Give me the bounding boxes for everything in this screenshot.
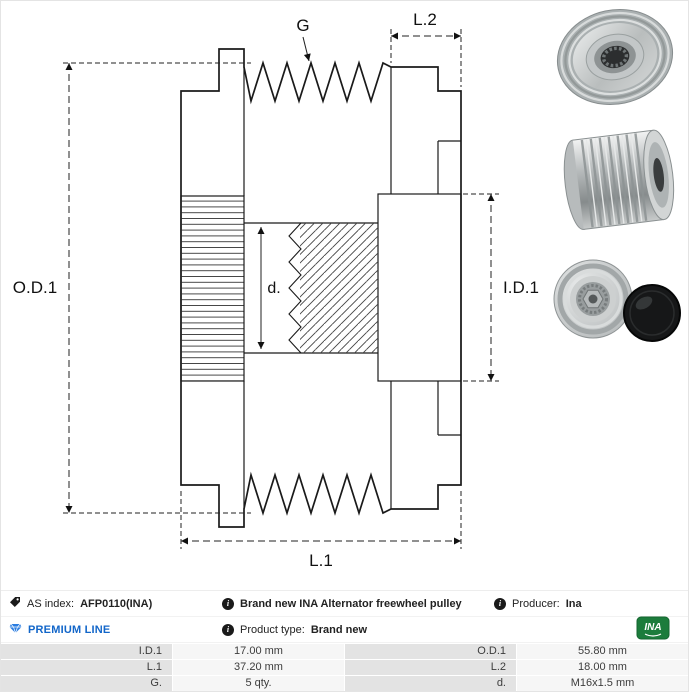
pulley-front: [553, 259, 633, 339]
product-photos: [549, 3, 686, 366]
spec-value: 37.20 mm: [173, 660, 344, 675]
info-icon: i: [494, 597, 506, 610]
spec-table: I.D.1 17.00 mm O.D.1 55.80 mm L.1 37.20 …: [1, 643, 688, 691]
spec-value: 18.00 mm: [517, 660, 688, 675]
info-icon: i: [222, 623, 234, 636]
as-index-value: AFP0110(INA): [80, 597, 153, 610]
producer-cell: i Producer: Ina: [486, 591, 688, 617]
spec-label: L.2: [345, 660, 516, 675]
as-index-label: AS index:: [27, 597, 75, 610]
tag-icon: [9, 596, 21, 611]
hub-spline-hatch: [180, 195, 245, 382]
product-description: Brand new INA Alternator freewheel pulle…: [240, 597, 462, 610]
dim-label-g: G: [296, 16, 309, 35]
product-type-cell: i Product type: Brand new: [214, 617, 486, 643]
technical-drawing: G L.2 O.D.1 d. I.D.1 L.1: [1, 1, 549, 581]
product-photo-pulley-angled[interactable]: [549, 3, 686, 116]
dimension-lines: [63, 29, 499, 549]
dim-label-od1: O.D.1: [13, 278, 57, 297]
diamond-icon: [9, 623, 22, 637]
as-index-cell: AS index: AFP0110(INA): [1, 591, 214, 617]
thread-profile: [288, 222, 302, 354]
thread-section-hatch: [300, 223, 378, 353]
dim-label-d: d.: [267, 280, 280, 297]
description-cell: i Brand new INA Alternator freewheel pul…: [214, 591, 486, 617]
spec-value: 55.80 mm: [517, 644, 688, 659]
product-type-label: Product type:: [240, 623, 305, 636]
ina-logo-text: INA: [644, 622, 661, 633]
producer-value: Ina: [565, 597, 582, 610]
spec-label: L.1: [1, 660, 172, 675]
dim-label-l1: L.1: [309, 551, 333, 570]
protective-cap: [623, 284, 681, 342]
ina-logo: INA: [636, 616, 670, 643]
dim-label-l2: L.2: [413, 10, 437, 29]
product-photo-pulley-side[interactable]: [549, 122, 686, 243]
product-info-panel: AS index: AFP0110(INA) i Brand new INA A…: [1, 590, 688, 691]
brand-logo-cell: INA: [486, 616, 688, 643]
spec-label: d.: [345, 676, 516, 691]
premium-line-cell: PREMIUM LINE: [1, 617, 214, 643]
product-type-value: Brand new: [310, 623, 368, 636]
info-grid: AS index: AFP0110(INA) i Brand new INA A…: [1, 591, 688, 643]
spec-value: M16x1.5 mm: [517, 676, 688, 691]
product-photo-pulley-front-and-cap[interactable]: [549, 249, 686, 366]
premium-line-label: PREMIUM LINE: [28, 623, 111, 636]
spec-label: G.: [1, 676, 172, 691]
producer-label: Producer:: [512, 597, 560, 610]
dim-label-id1: I.D.1: [503, 278, 539, 297]
spec-label: I.D.1: [1, 644, 172, 659]
spec-value: 17.00 mm: [173, 644, 344, 659]
spec-value: 5 qty.: [173, 676, 344, 691]
info-icon: i: [222, 597, 234, 610]
spec-label: O.D.1: [345, 644, 516, 659]
